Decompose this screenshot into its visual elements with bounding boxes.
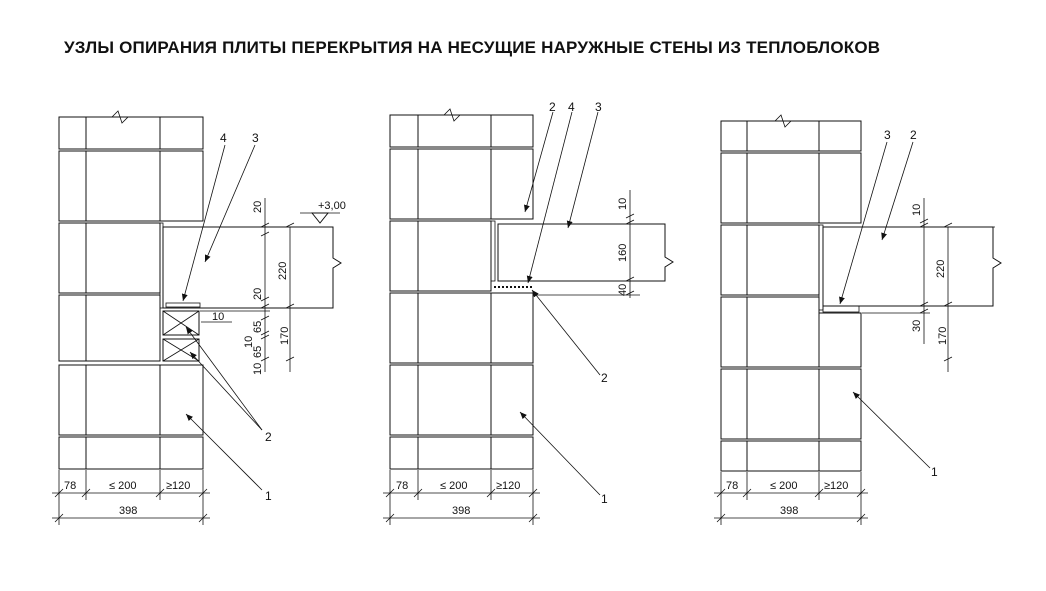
- callout-2-top-leader: [523, 111, 554, 213]
- callout-3-leader: [839, 141, 888, 305]
- callout-4: 4: [568, 100, 575, 114]
- callout-1: 1: [931, 465, 938, 479]
- callout-3: 3: [595, 100, 602, 114]
- callout-1: 1: [265, 489, 272, 503]
- dim-10: 10: [911, 204, 923, 216]
- dim-170: 170: [279, 327, 291, 345]
- callout-3-leader: [566, 111, 599, 229]
- dim-170: 170: [937, 327, 949, 345]
- dim-65-top: 65: [252, 321, 264, 333]
- node-2-dims-vertical: 10 160 40: [535, 190, 640, 298]
- callout-1: 1: [601, 492, 608, 506]
- node-1-wall: [58, 110, 204, 470]
- dim-78: 78: [726, 480, 738, 492]
- dim-le-200: ≤ 200: [109, 480, 136, 492]
- node-1-dims-vertical: 20 220 20 65 10 65 10 170 10: [200, 198, 330, 375]
- node-1-dims-bottom: 78 ≤ 200 ≥120 398: [52, 470, 210, 525]
- dim-40: 40: [617, 284, 629, 296]
- dim-10: 10: [617, 198, 629, 210]
- callout-3: 3: [884, 128, 891, 142]
- dim-ge-120: ≥120: [166, 480, 190, 492]
- dim-65-bottom: 65: [252, 346, 264, 358]
- dim-10-mid: 10: [243, 336, 255, 348]
- callout-3: 3: [252, 131, 259, 145]
- callout-2b-leader: [189, 351, 263, 431]
- dim-10-bottom: 10: [252, 363, 264, 375]
- dim-220: 220: [935, 260, 947, 278]
- node-2: 2 4 3 2 1 10 160 40 78 ≤ 200 ≥120 398: [383, 100, 674, 525]
- node-3: 3 2 1 10 220 30 170 78 ≤ 200 ≥120 39: [714, 114, 1002, 525]
- dim-10-side: 10: [212, 311, 224, 323]
- callout-2-bottom-leader: [531, 289, 601, 376]
- callout-4: 4: [220, 131, 227, 145]
- callout-2-leader: [881, 141, 914, 241]
- node-2-floor-slab: [490, 220, 674, 288]
- callout-1-leader: [519, 411, 601, 496]
- node-2-dims-bottom: 78 ≤ 200 ≥120 398: [383, 470, 540, 525]
- dim-220: 220: [277, 262, 289, 280]
- dim-78: 78: [396, 480, 408, 492]
- callout-2-bottom: 2: [601, 371, 608, 385]
- dim-le-200: ≤ 200: [770, 480, 797, 492]
- dim-ge-120: ≥120: [824, 480, 848, 492]
- callout-2-top: 2: [549, 100, 556, 114]
- callout-1-leader: [185, 413, 263, 491]
- dim-20-top: 20: [252, 201, 264, 213]
- node-3-floor-slab: [818, 224, 1002, 313]
- dim-ge-120: ≥120: [496, 480, 520, 492]
- dim-le-200: ≤ 200: [440, 480, 467, 492]
- callout-2a-leader: [185, 326, 263, 431]
- callout-3-leader: [204, 144, 256, 263]
- callout-4-leader: [526, 111, 573, 284]
- dim-30: 30: [911, 320, 923, 332]
- dim-160: 160: [617, 244, 629, 262]
- level-mark-label: +3,00: [318, 200, 346, 212]
- node-2-wall: [389, 108, 534, 470]
- level-mark-triangle: [310, 212, 330, 224]
- drawing-title: УЗЛЫ ОПИРАНИЯ ПЛИТЫ ПЕРЕКРЫТИЯ НА НЕСУЩИ…: [64, 38, 881, 57]
- callout-2: 2: [265, 430, 272, 444]
- callout-2: 2: [910, 128, 917, 142]
- node-3-dims-bottom: 78 ≤ 200 ≥120 398: [714, 472, 868, 525]
- node-3-wall: [720, 114, 862, 472]
- dim-398: 398: [119, 505, 137, 517]
- node-1: 4 3 2 1 +3,00 20 220 20 65 10 65 10 170 …: [52, 110, 346, 525]
- callout-4-leader: [181, 144, 226, 302]
- dim-398: 398: [780, 505, 798, 517]
- dim-78: 78: [64, 480, 76, 492]
- callout-1-leader: [852, 391, 931, 469]
- node-3-dims-vertical: 10 220 30 170: [862, 198, 995, 372]
- dim-398: 398: [452, 505, 470, 517]
- dim-20-bottom: 20: [252, 288, 264, 300]
